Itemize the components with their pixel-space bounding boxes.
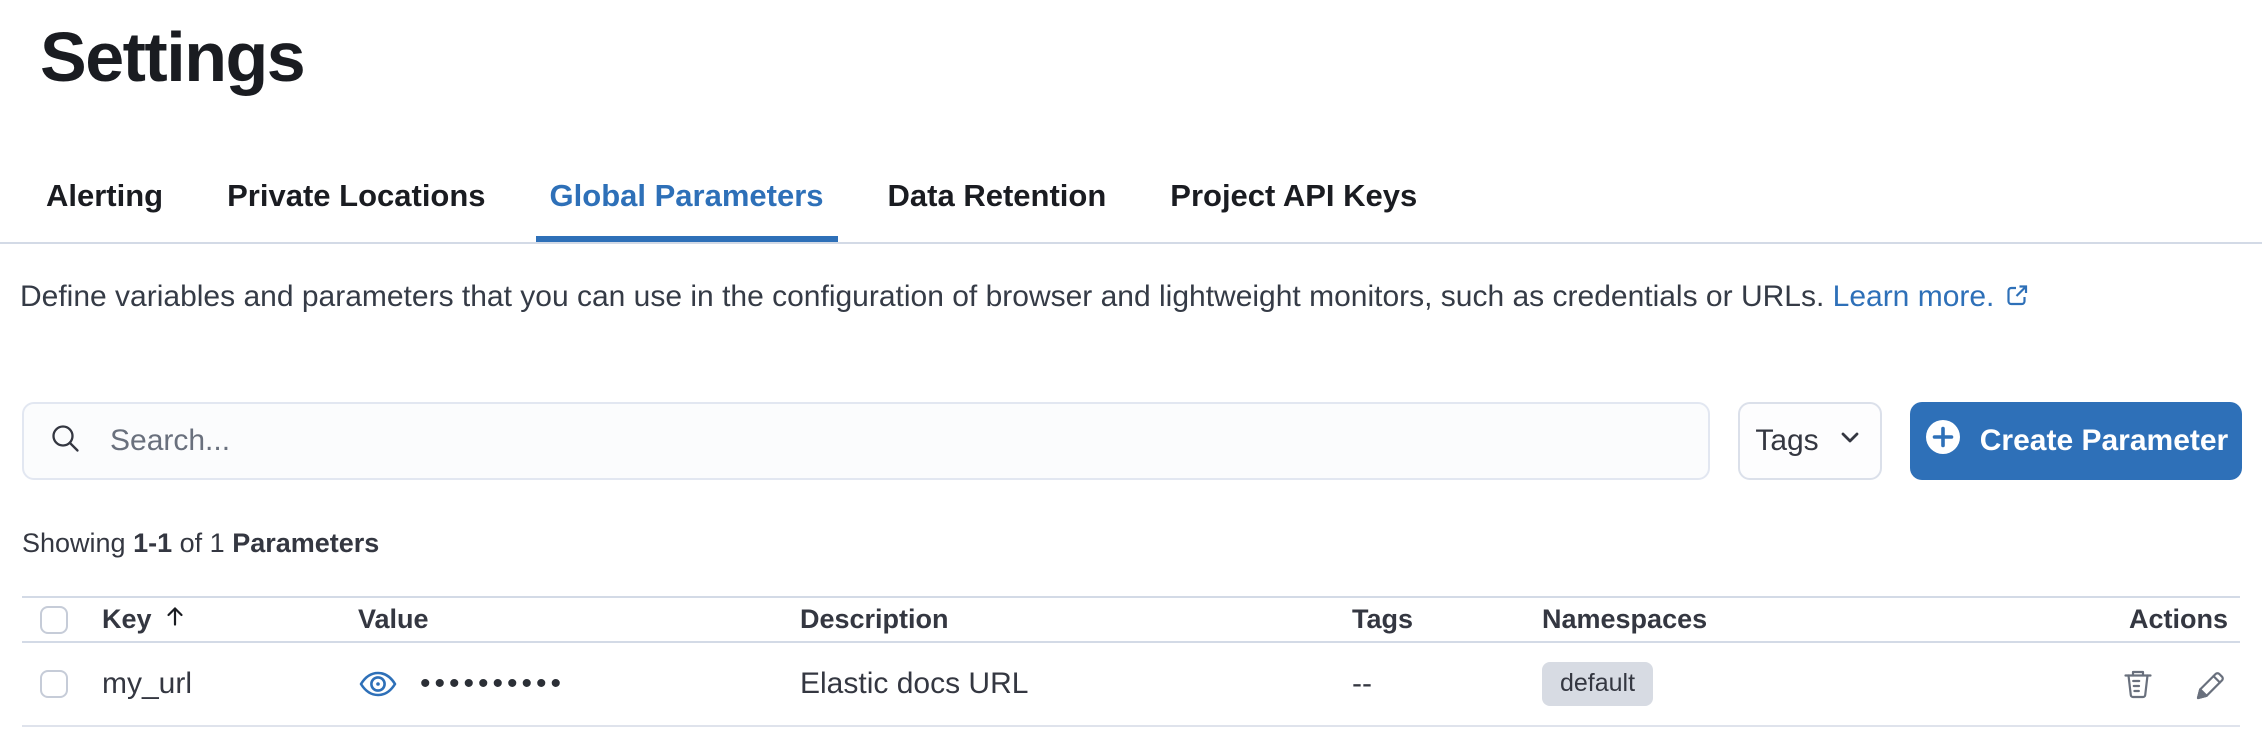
param-value-cell: •••••••••• (358, 664, 800, 704)
trash-icon (2120, 670, 2156, 705)
row-checkbox[interactable] (40, 670, 68, 698)
tabs-bar: Alerting Private Locations Global Parame… (0, 172, 2262, 244)
table-header-row: Key Value Description Tags Namespaces Ac… (22, 596, 2240, 643)
column-header-namespaces[interactable]: Namespaces (1542, 604, 1708, 634)
results-range: 1-1 (133, 528, 173, 558)
plus-in-circle-icon (1924, 418, 1962, 464)
page-title: Settings (40, 18, 306, 96)
param-description: Elastic docs URL (800, 667, 1029, 700)
select-all-checkbox[interactable] (40, 605, 68, 634)
tab-alerting[interactable]: Alerting (46, 178, 164, 213)
column-header-description[interactable]: Description (800, 604, 949, 634)
learn-more-link[interactable]: Learn more. (1833, 280, 2032, 313)
results-summary: Showing 1-1 of 1 Parameters (22, 528, 380, 558)
tab-global-parameters[interactable]: Global Parameters (536, 172, 838, 242)
param-key: my_url (102, 667, 193, 700)
external-link-icon (2004, 275, 2031, 325)
pencil-icon (2192, 672, 2228, 705)
chevron-down-icon (1835, 422, 1865, 460)
column-header-value[interactable]: Value (358, 604, 429, 634)
edit-parameter-button[interactable] (2192, 666, 2228, 702)
namespace-badge: default (1542, 662, 1654, 706)
row-actions (2000, 666, 2228, 702)
reveal-value-button[interactable] (358, 664, 398, 704)
param-tags: -- (1352, 667, 1372, 700)
tab-data-retention[interactable]: Data Retention (887, 178, 1107, 213)
table-row: my_url •••••••••• Elastic docs URL -- de… (22, 643, 2240, 727)
page-description: Define variables and parameters that you… (20, 272, 2180, 325)
sort-ascending-icon (162, 603, 188, 636)
eye-icon (358, 671, 398, 707)
tab-project-api-keys[interactable]: Project API Keys (1170, 178, 1418, 213)
create-parameter-button[interactable]: Create Parameter (1910, 402, 2242, 480)
tabs: Alerting Private Locations Global Parame… (32, 172, 2262, 242)
delete-parameter-button[interactable] (2120, 666, 2156, 702)
search-icon (48, 421, 110, 462)
column-header-key[interactable]: Key (102, 603, 358, 636)
column-header-actions: Actions (2128, 604, 2228, 634)
tab-private-locations[interactable]: Private Locations (227, 178, 486, 213)
search-box (22, 402, 1710, 480)
toolbar: Tags Create Parameter (22, 402, 2242, 480)
tags-filter-button[interactable]: Tags (1738, 402, 1882, 480)
parameters-table: Key Value Description Tags Namespaces Ac… (22, 596, 2240, 727)
description-text: Define variables and parameters that you… (20, 280, 1825, 313)
results-entity: Parameters (232, 528, 380, 558)
column-header-tags[interactable]: Tags (1352, 604, 1414, 634)
masked-value: •••••••••• (420, 667, 566, 700)
search-input[interactable] (110, 424, 1684, 458)
